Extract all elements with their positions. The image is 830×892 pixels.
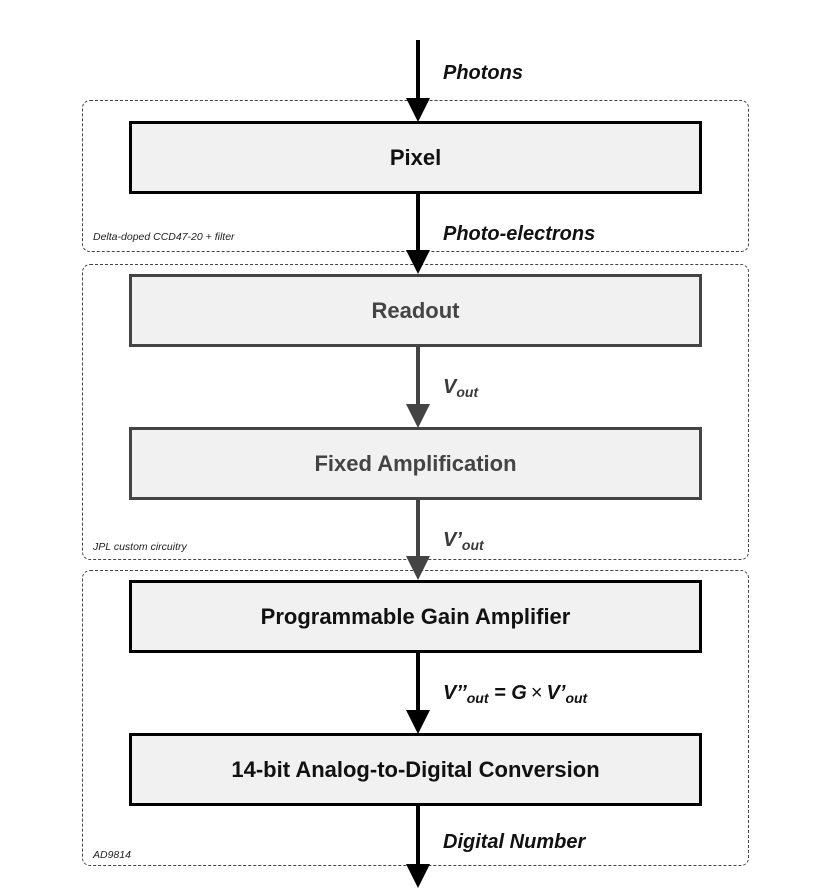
label-vout-double-rhs-sub: out: [565, 690, 588, 706]
label-digital-number: Digital Number: [443, 831, 586, 853]
group-sensor-caption: Delta-doped CCD47-20 + filter: [93, 231, 235, 243]
label-photo-electrons: Photo-electrons: [443, 223, 596, 245]
label-vout-double: V’’out = G×V’out: [443, 682, 587, 706]
label-vout-double-sub: out: [466, 690, 489, 706]
block-adc: 14-bit Analog-to-Digital Conversion: [129, 733, 702, 806]
block-pixel: Pixel: [129, 121, 702, 194]
label-photons: Photons: [443, 62, 523, 84]
label-times-symbol: ×: [530, 682, 543, 704]
group-adc-caption: AD9814: [93, 849, 131, 861]
block-fixed-amplification: Fixed Amplification: [129, 427, 702, 500]
group-jpl-caption: JPL custom circuitry: [93, 541, 187, 553]
label-vout-double-base: V’’: [443, 682, 467, 704]
label-vout-double-eq: = G: [494, 682, 527, 704]
label-vout-sub: out: [456, 384, 479, 400]
block-programmable-gain-amplifier: Programmable Gain Amplifier: [129, 580, 702, 653]
label-vout-prime-sub: out: [461, 537, 484, 553]
label-vout-prime: V’out: [443, 529, 484, 553]
block-readout: Readout: [129, 274, 702, 347]
label-vout-double-rhs-base: V’: [546, 682, 566, 704]
label-vout-prime-base: V’: [443, 529, 462, 551]
label-vout-base: V: [443, 376, 457, 398]
label-vout: Vout: [443, 376, 478, 400]
